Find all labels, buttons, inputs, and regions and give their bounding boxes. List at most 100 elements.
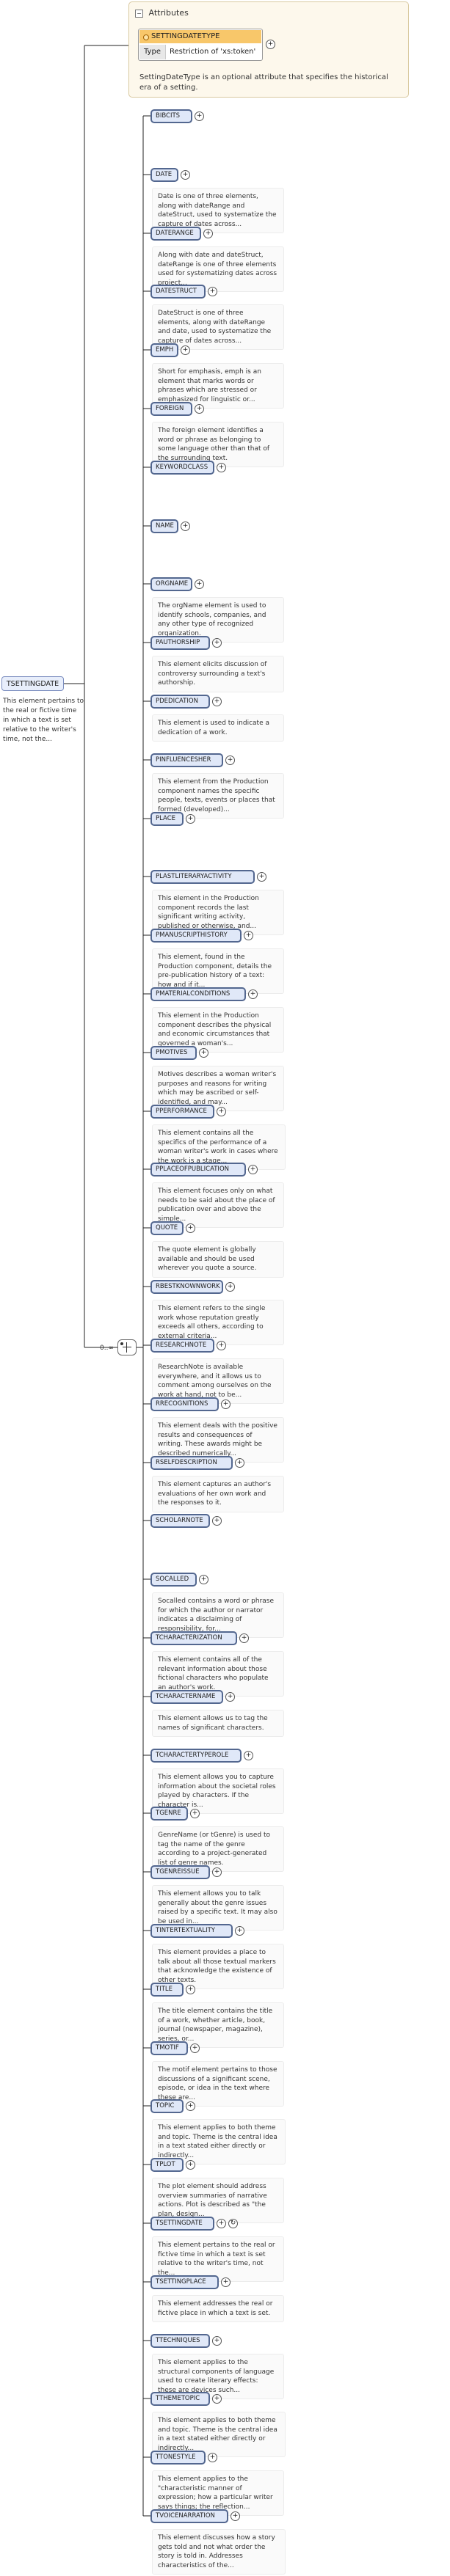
root-element-description: This element pertains to the real or fic… [3,698,84,743]
attribute-type-value: Restriction of 'xs:token' [169,48,256,56]
element-box[interactable]: TGENRE [150,1807,188,1821]
expand-plus-icon[interactable]: + [186,1985,195,1994]
element-box[interactable]: TITLE [150,1983,184,1997]
element-box[interactable]: TOPIC [150,2099,184,2113]
element-box[interactable]: TCHARACTERTYPEROLE [150,1749,242,1763]
expand-plus-icon[interactable]: + [203,229,213,238]
element-box[interactable]: PLACE [150,812,184,826]
element-box[interactable]: PLASTLITERARYACTIVITY [150,870,255,884]
element-box[interactable]: PPLACEOFPUBLICATION [150,1163,246,1177]
element-box[interactable]: TTECHNIQUES [150,2334,210,2348]
expand-plus-icon[interactable]: + [244,1751,253,1760]
expand-plus-icon[interactable]: + [235,1458,244,1468]
element-box[interactable]: TGENREISSUE [150,1865,210,1879]
expand-plus-icon[interactable]: + [195,404,204,414]
expand-plus-icon[interactable]: + [257,872,266,882]
element-description: GenreName (or tGenre) is used to tag the… [152,1826,284,1872]
expand-plus-icon[interactable]: + [190,2043,200,2053]
element-box[interactable]: QUOTE [150,1221,184,1235]
expand-plus-icon[interactable]: + [181,522,190,531]
expand-plus-icon[interactable]: + [248,1165,258,1174]
expand-plus-icon[interactable]: + [181,170,190,180]
expand-plus-icon[interactable]: + [217,1107,226,1116]
element-box[interactable]: TCHARACTERIZATION [150,1631,237,1645]
expand-plus-icon[interactable]: + [248,989,258,999]
expand-plus-icon[interactable]: + [212,697,222,706]
element-description: This element applies to both theme and t… [152,2412,286,2457]
expand-plus-icon[interactable]: + [212,638,222,648]
expand-plus-icon[interactable]: + [212,1516,222,1526]
element-box[interactable]: NAME [150,519,178,533]
expand-plus-icon[interactable]: + [208,287,217,296]
element-box[interactable]: RESEARCHNOTE [150,1339,214,1353]
expand-plus-icon[interactable]: + [199,1575,208,1584]
element-description: This element allows you to talk generall… [152,1885,284,1931]
element-box[interactable]: DATERANGE [150,227,201,241]
element-description: This element discusses how a story gets … [152,2529,286,2575]
expand-plus-icon[interactable]: + [199,1048,208,1058]
element-box[interactable]: RBESTKNOWNWORK [150,1280,223,1294]
expand-plus-icon[interactable]: + [190,1809,200,1818]
expand-plus-icon[interactable]: + [217,463,226,472]
expand-plus-icon[interactable]: + [186,2160,195,2170]
element-box[interactable]: TSETTINGDATE [150,2217,214,2231]
element-box[interactable]: TMOTIF [150,2041,188,2055]
element-box[interactable]: PINFLUENCESHER [150,753,223,767]
expand-plus-icon[interactable]: + [217,1341,226,1350]
expand-plus-icon[interactable]: + [244,931,253,940]
element-box[interactable]: BIBCITS [150,109,192,123]
element-box[interactable]: SOCALLED [150,1573,197,1587]
expand-plus-icon[interactable]: + [266,40,275,49]
element-box[interactable]: SCHOLARNOTE [150,1514,210,1528]
element-box[interactable]: FOREIGN [150,402,192,416]
attributes-header[interactable]: − Attributes [135,8,189,18]
expand-plus-icon[interactable]: + [225,755,235,765]
element-box[interactable]: KEYWORDCLASS [150,461,214,475]
element-box[interactable]: TCHARACTERNAME [150,1690,223,1704]
element-box[interactable]: TTONESTYLE [150,2451,206,2465]
expand-plus-icon[interactable]: + [195,111,204,121]
attributes-title: Attributes [148,8,189,18]
attribute-name: SETTINGDATETYPE [139,30,261,43]
element-box[interactable]: PPERFORMANCE [150,1105,214,1119]
element-box[interactable]: TINTERTEXTUALITY [150,1924,233,1938]
expand-plus-icon[interactable]: + [221,1399,231,1409]
element-description: The foreign element identifies a word or… [152,422,284,467]
element-box[interactable]: PDEDICATION [150,695,210,709]
expand-plus-icon[interactable]: + [186,2101,195,2111]
expand-plus-icon[interactable]: + [217,2219,226,2228]
element-box[interactable]: RRECOGNITIONS [150,1397,219,1411]
element-box[interactable]: TPLOT [150,2158,184,2172]
expand-plus-icon[interactable]: + [231,2511,240,2521]
element-box[interactable]: PMATERIALCONDITIONS [150,987,246,1001]
element-box[interactable]: DATESTRUCT [150,285,206,299]
expand-plus-icon[interactable]: + [225,1692,235,1702]
expand-plus-icon[interactable]: + [239,1633,249,1643]
expand-plus-icon[interactable]: + [235,1926,244,1936]
expand-plus-icon[interactable]: + [221,2277,231,2287]
choice-compositor-icon[interactable] [117,1339,137,1355]
expand-plus-icon[interactable]: + [181,345,190,355]
expand-plus-icon[interactable]: + [208,2453,217,2462]
element-box[interactable]: TSETTINGPLACE [150,2275,219,2289]
element-box[interactable]: TVOICENARRATION [150,2509,228,2523]
element-box[interactable]: ORGNAME [150,577,192,591]
expand-plus-icon[interactable]: + [195,579,204,589]
element-box[interactable]: RSELFDESCRIPTION [150,1456,233,1470]
collapse-icon[interactable]: − [135,9,143,18]
element-box[interactable]: PMANUSCRIPTHISTORY [150,929,242,943]
expand-plus-icon[interactable]: + [186,814,195,824]
root-element-box[interactable]: TSETTINGDATE [1,676,64,691]
expand-plus-icon[interactable]: + [186,1223,195,1233]
element-description: Date is one of three elements, along wit… [152,188,284,233]
element-box[interactable]: PMOTIVES [150,1046,197,1060]
expand-plus-icon[interactable]: + [212,1867,222,1877]
element-box[interactable]: TTHEMETOPIC [150,2392,210,2406]
expand-plus-icon[interactable]: + [212,2336,222,2346]
element-box[interactable]: EMPH [150,343,178,357]
element-box[interactable]: PAUTHORSHIP [150,636,210,650]
element-box[interactable]: DATE [150,168,178,182]
expand-plus-icon[interactable]: + [225,1282,235,1292]
expand-plus-icon[interactable]: + [212,2394,222,2404]
